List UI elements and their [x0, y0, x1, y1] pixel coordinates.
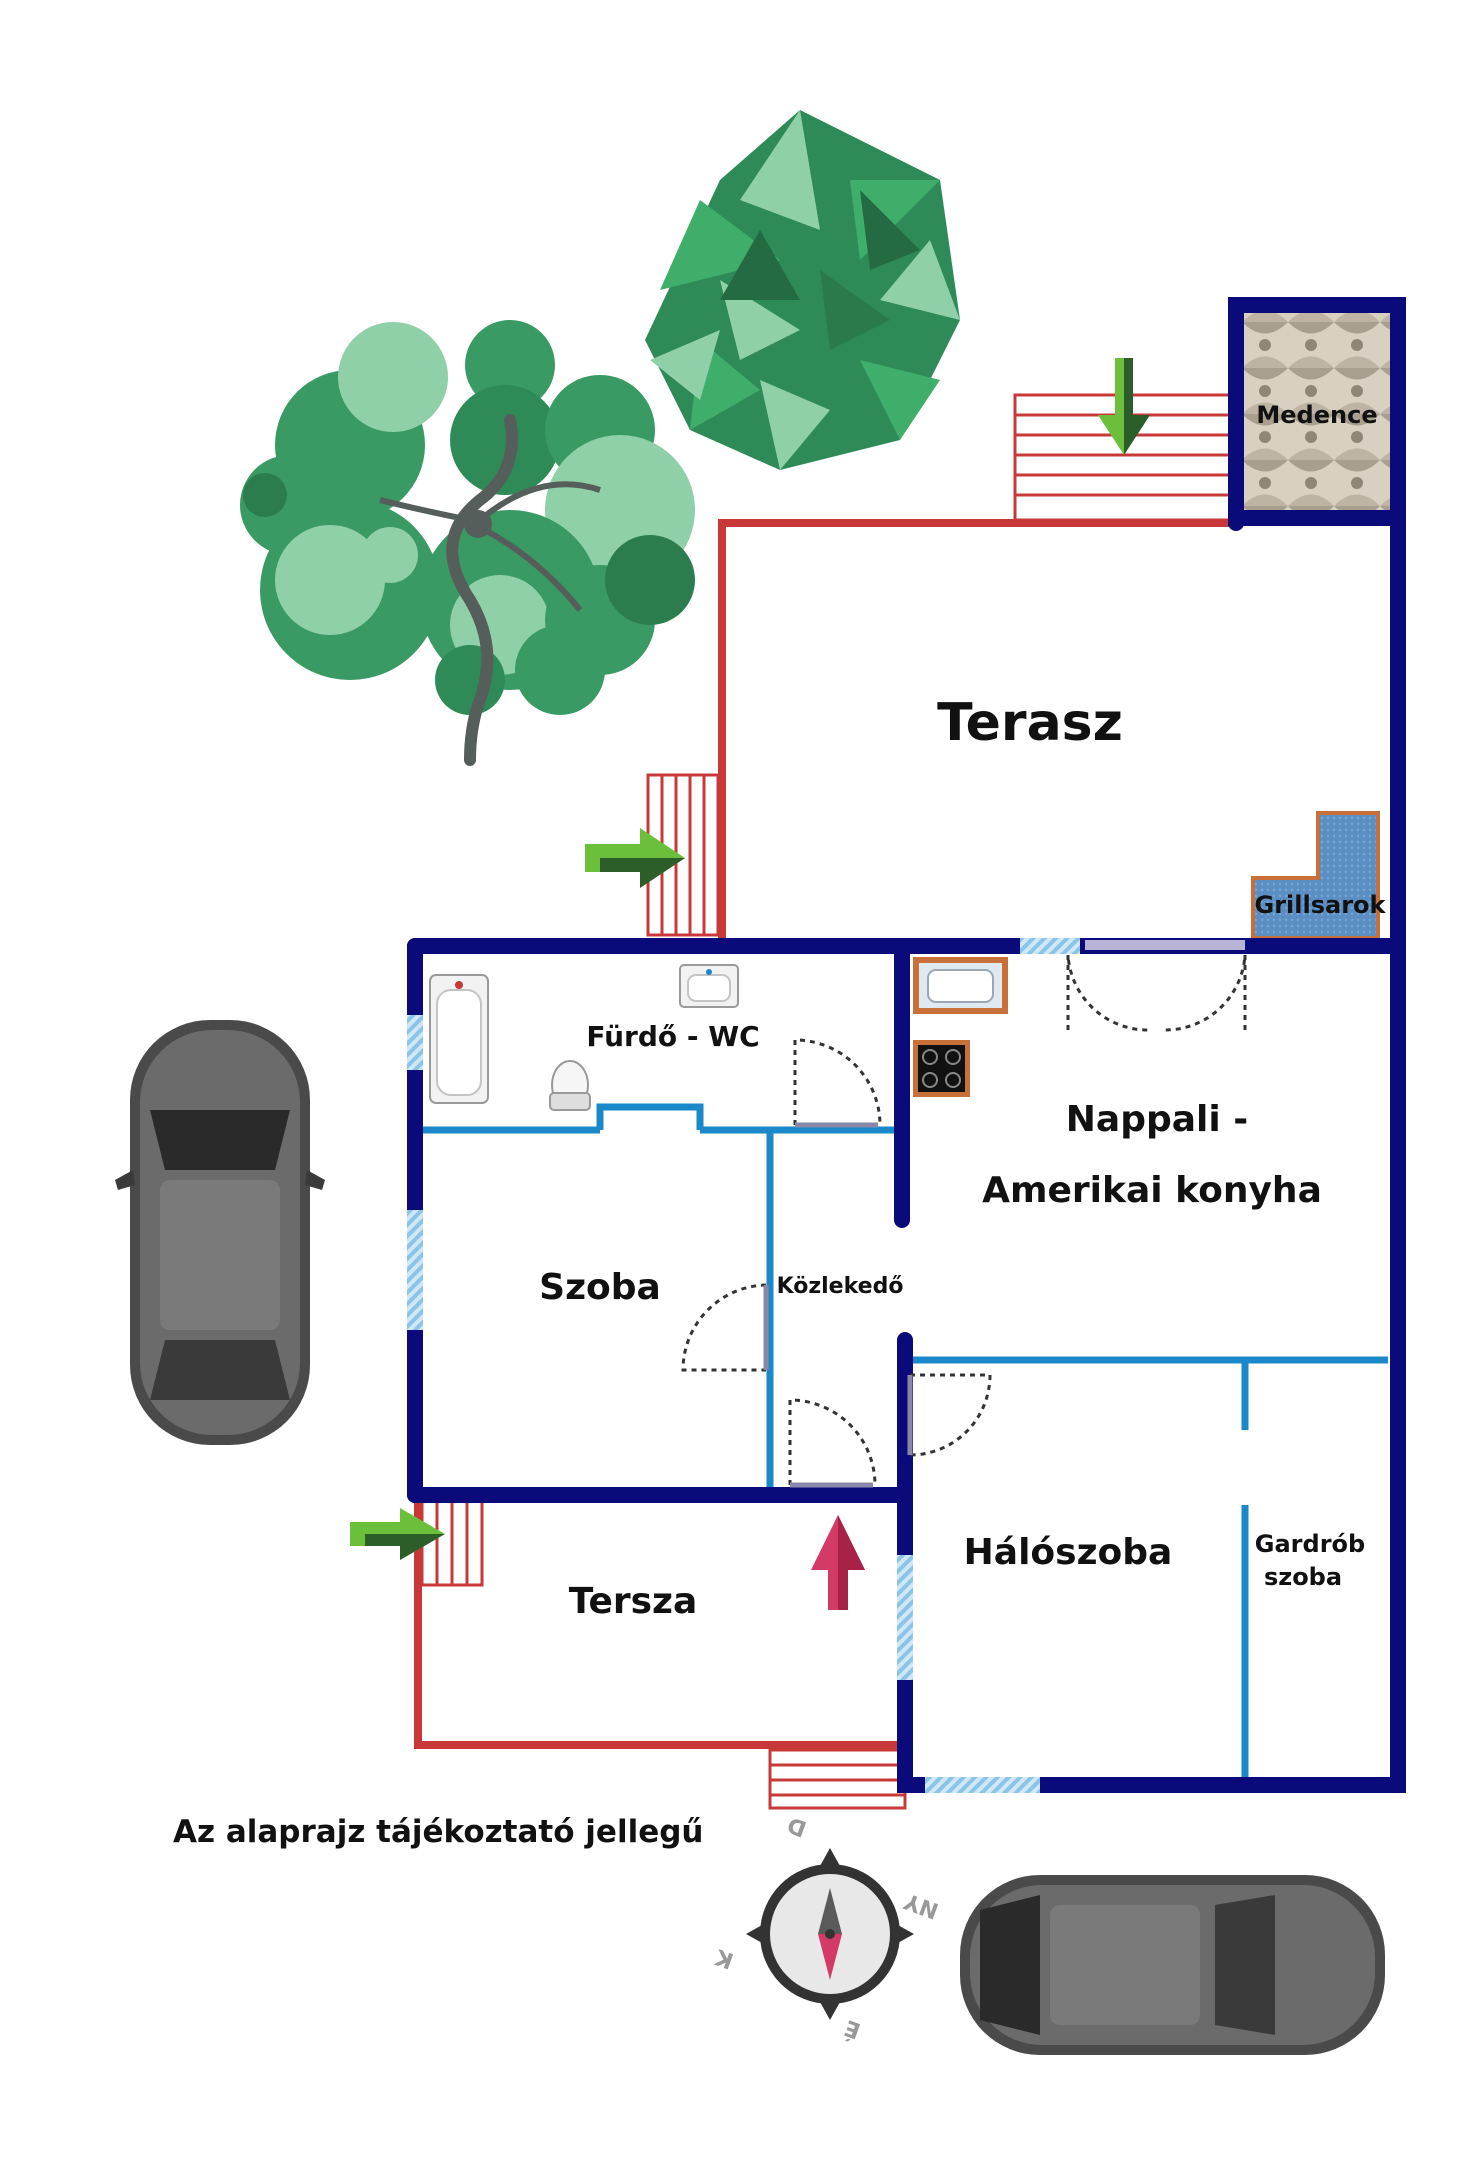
compass-label-south: D	[784, 1811, 810, 1841]
doors	[681, 954, 1247, 1486]
inner-walls	[418, 1103, 1388, 1785]
room-label-room: Szoba	[539, 1267, 661, 1308]
room-label-pool: Medence	[1256, 401, 1378, 429]
tree-icon	[240, 110, 960, 766]
car-icon	[960, 1875, 1385, 2055]
disclaimer-note: Az alaprajz tájékoztató jellegű	[173, 1814, 704, 1850]
room-label-living-2: Amerikai konyha	[982, 1170, 1322, 1211]
room-label-grill: Grillsarok	[1254, 891, 1386, 919]
stove-icon	[913, 1040, 970, 1097]
sink-icon	[913, 957, 1008, 1014]
terrace-top-outline	[718, 519, 1235, 940]
room-label-bedroom: Hálószoba	[963, 1532, 1173, 1573]
compass-label-east: K	[712, 1943, 737, 1973]
stairs-front-bottom	[768, 1748, 907, 1810]
entry-arrow-icon	[811, 1515, 865, 1610]
toilet-icon	[549, 1060, 591, 1111]
door-leaves	[763, 1122, 913, 1488]
arrow-icon	[585, 828, 685, 888]
room-label-wardrobe-2: szoba	[1263, 1563, 1343, 1591]
room-label-front-terrace: Tersza	[568, 1581, 698, 1622]
compass-label-north: É	[841, 2014, 864, 2044]
arrow-icon	[350, 1508, 445, 1560]
terrace-front-outline	[414, 1490, 900, 1749]
arrow-icon	[1098, 358, 1150, 455]
car-icon	[115, 1020, 325, 1445]
room-label-wardrobe-1: Gardrób	[1254, 1530, 1366, 1558]
room-label-hallway: Közlekedő	[776, 1274, 904, 1299]
room-label-bathroom: Fürdő - WC	[586, 1020, 760, 1053]
bathtub-icon	[429, 974, 489, 1104]
compass-icon	[746, 1848, 914, 2020]
room-label-living-1: Nappali -	[1065, 1099, 1249, 1140]
sink-icon	[679, 964, 739, 1008]
grill-corner	[1251, 811, 1380, 940]
windows	[407, 938, 1245, 1793]
room-label-terrace: Terasz	[937, 693, 1123, 753]
compass-label-west: NY	[900, 1887, 942, 1923]
